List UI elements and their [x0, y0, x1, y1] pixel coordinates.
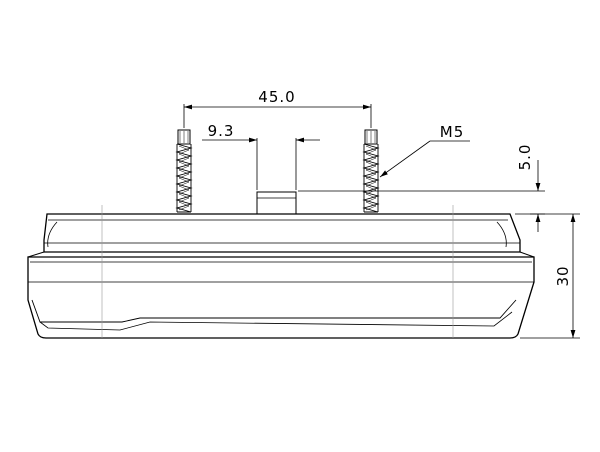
lower-lens-outline [27, 256, 535, 339]
dimension-30 [520, 213, 580, 339]
stud-threads [175, 143, 380, 213]
thread-label: M5 [440, 123, 465, 141]
stud-right [364, 129, 378, 145]
dimension-30-label: 30 [554, 265, 572, 286]
dimension-45-label: 45.0 [258, 88, 295, 106]
dimension-45 [183, 104, 372, 128]
center-nipple [256, 191, 297, 215]
dimension-9-3 [202, 137, 320, 190]
thread-leader [379, 140, 470, 178]
dimension-9-3-label: 9.3 [208, 122, 235, 140]
dimension-5-label: 5.0 [516, 144, 534, 171]
stud-left [177, 129, 191, 145]
dimension-5 [298, 160, 545, 232]
lamp-body [27, 213, 535, 339]
center-lines [101, 205, 454, 338]
